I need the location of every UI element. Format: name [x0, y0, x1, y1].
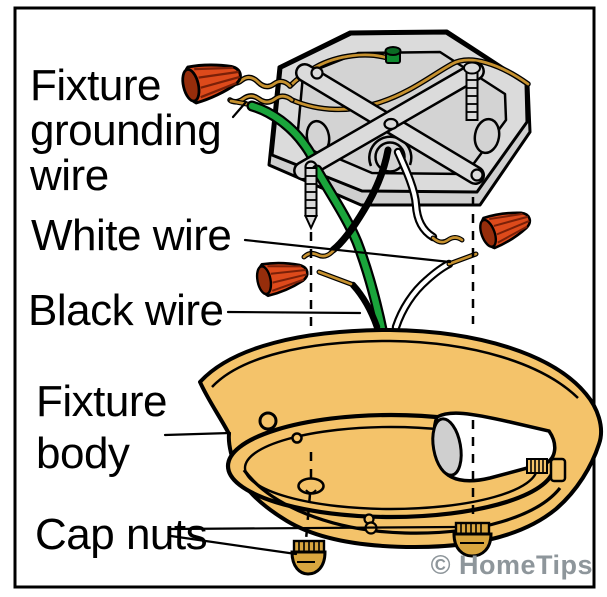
label-fixture-grounding-wire: Fixture grounding wire — [30, 61, 222, 200]
label-fixture-body: Fixture body — [36, 377, 167, 478]
label-black-wire: Black wire — [28, 286, 224, 335]
wire-nut-right — [479, 211, 532, 250]
label-cap-nuts: Cap nuts — [35, 510, 208, 559]
leader-white-wire — [243, 238, 452, 264]
label-white-wire: White wire — [31, 211, 232, 260]
fixture-hole — [258, 411, 278, 431]
light-socket — [431, 411, 557, 483]
cap-nut-left — [290, 539, 327, 576]
mounting-screw-left — [303, 167, 319, 231]
fixture-grounding-wire-lower — [311, 164, 389, 340]
fixture-hook — [291, 432, 303, 444]
leader-grounding-wire — [231, 100, 248, 119]
supply-black-wire — [301, 146, 392, 260]
side-tab — [549, 457, 567, 483]
leader-black-wire — [226, 310, 362, 315]
leader-lines — [163, 100, 457, 556]
alignment-dashed-lines-upper — [309, 197, 475, 330]
ground-screw — [384, 46, 402, 64]
fixture-body — [198, 328, 604, 549]
socket-threaded-collar — [526, 458, 548, 474]
alignment-dashed-lines-lower — [304, 420, 475, 541]
wire-nut-left-middle — [255, 261, 309, 298]
fixture-white-wire — [391, 251, 479, 332]
leader-fixture-body — [163, 431, 232, 437]
keyhole-slot — [297, 477, 325, 495]
leader-cap-nut-right — [169, 525, 457, 531]
mounting-strap — [293, 61, 486, 185]
leader-cap-nut-left — [169, 534, 298, 556]
supply-white-wire — [393, 147, 465, 245]
wire-nut-top-left — [181, 63, 242, 105]
fixture-black-wire — [316, 269, 381, 331]
knockout-right — [473, 117, 501, 155]
watermark: © HomeTips — [430, 550, 593, 580]
cap-nut-right — [452, 521, 493, 558]
mounting-screw-right — [463, 61, 481, 121]
